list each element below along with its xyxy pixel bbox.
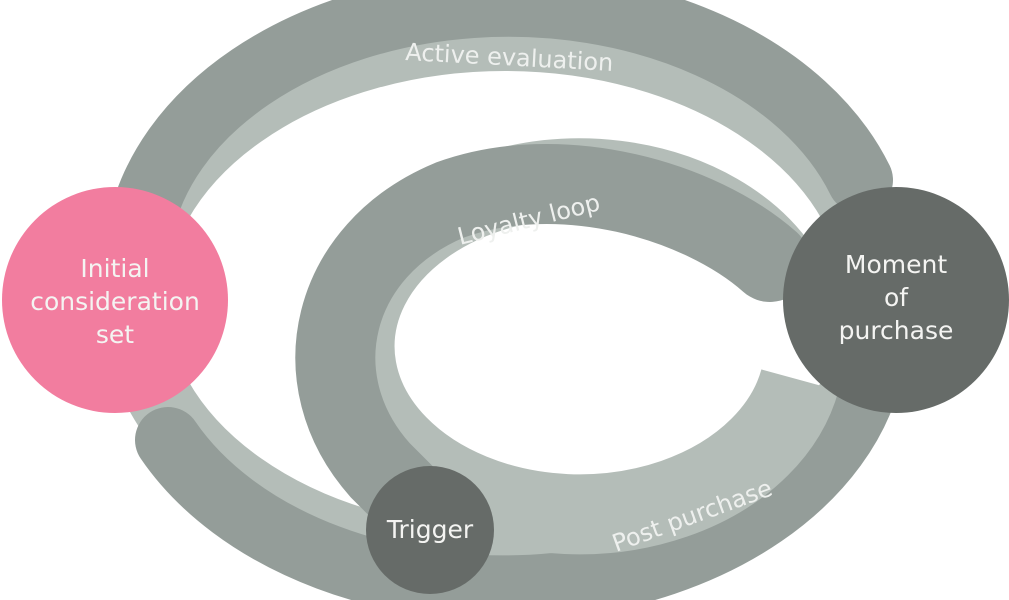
node-text: Moment (845, 250, 947, 279)
node-text: consideration (30, 287, 200, 316)
node-text: Trigger (386, 515, 474, 544)
active-evaluation-band (107, 0, 893, 263)
post-purchase-band (135, 337, 903, 600)
node-initial-consideration-set: Initial consideration set (2, 187, 228, 413)
node-text: Initial (80, 254, 149, 283)
node-text: of (884, 283, 909, 312)
node-trigger: Trigger (366, 466, 494, 594)
node-moment-of-purchase: Moment of purchase (783, 187, 1009, 413)
node-text: purchase (839, 316, 954, 345)
node-text: set (96, 320, 134, 349)
